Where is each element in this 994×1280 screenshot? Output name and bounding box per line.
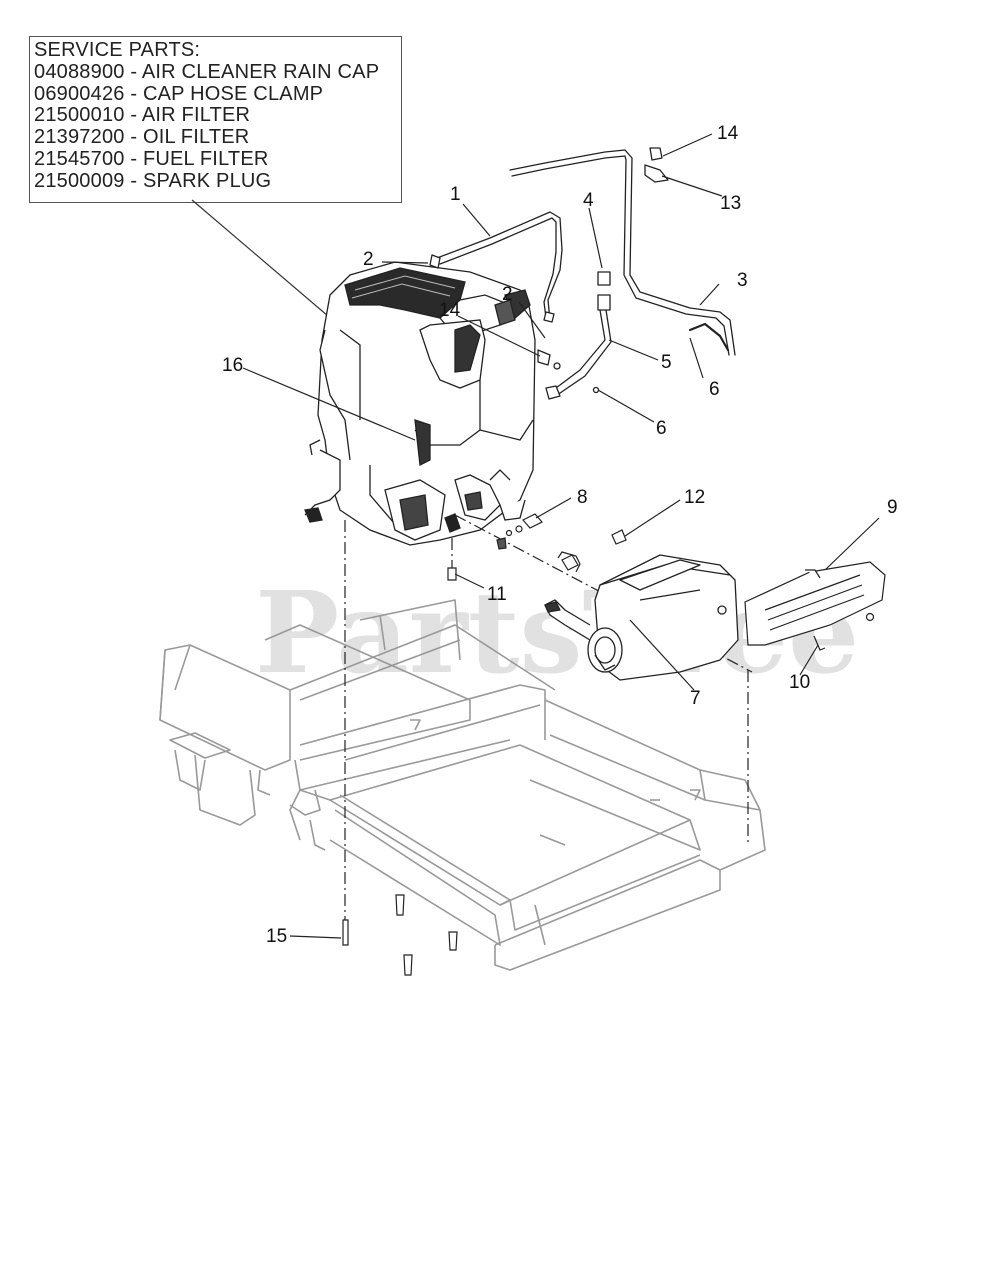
service-part-item: 21500009 - SPARK PLUG <box>34 169 272 192</box>
service-part-item: 21500010 - AIR FILTER <box>34 104 251 127</box>
callout-12: 12 <box>684 487 705 508</box>
callout-6: 6 <box>656 418 667 439</box>
callout-leaders <box>242 133 880 939</box>
service-parts-box: SERVICE PARTS: 04088900 - AIR CLEANER RA… <box>29 36 402 203</box>
callout-14: 14 <box>717 123 739 144</box>
callout-4: 4 <box>583 190 594 211</box>
callout-6: 6 <box>709 379 720 400</box>
callout-14: 14 <box>439 300 461 321</box>
fuel-hoses <box>429 147 736 400</box>
callout-2: 2 <box>363 249 374 270</box>
callout-13: 13 <box>720 193 741 214</box>
callout-3: 3 <box>737 270 748 291</box>
service-part-item: 04088900 - AIR CLEANER RAIN CAP <box>34 60 380 83</box>
callout-8: 8 <box>577 487 588 508</box>
service-parts-heading: SERVICE PARTS: <box>34 39 201 61</box>
muffler <box>544 554 739 681</box>
callout-11: 11 <box>487 584 507 605</box>
callout-7: 7 <box>690 688 701 709</box>
service-part-item: 21397200 - OIL FILTER <box>34 126 250 149</box>
hardware <box>342 513 886 976</box>
callout-2: 2 <box>502 284 513 305</box>
service-part-item: 06900426 - CAP HOSE CLAMP <box>34 82 324 105</box>
callout-5: 5 <box>661 352 672 373</box>
callout-10: 10 <box>789 672 810 693</box>
callout-16: 16 <box>222 355 243 376</box>
callout-1: 1 <box>450 184 461 205</box>
callout-15: 15 <box>266 926 287 947</box>
service-part-item: 21545700 - FUEL FILTER <box>34 147 269 170</box>
callout-9: 9 <box>887 497 898 518</box>
engine <box>304 261 536 546</box>
